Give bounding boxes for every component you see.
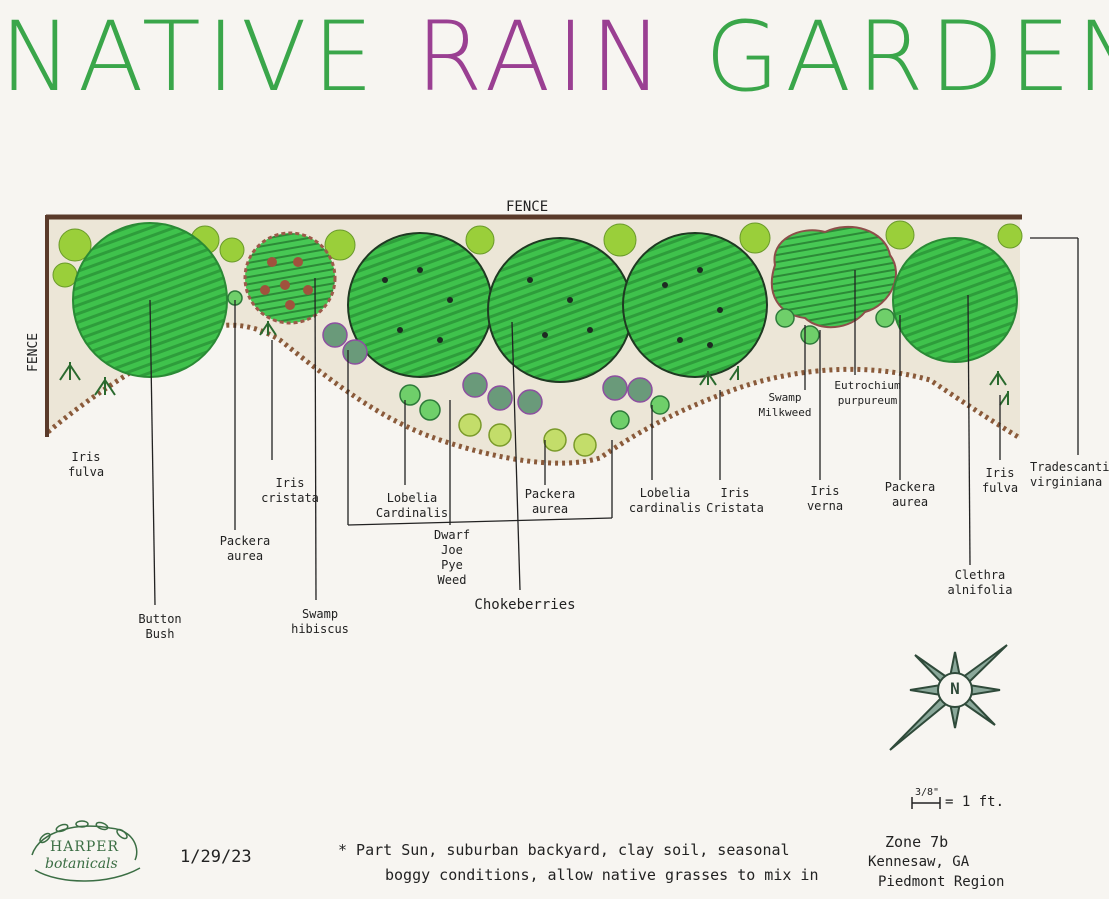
label-packera-right: Packera aurea [884, 480, 936, 509]
label-iris-cristata-right: Iris Cristata [706, 486, 764, 515]
chokeberry-shrubs [347, 232, 768, 383]
back-shrubs [52, 220, 1023, 288]
label-chokeberries: Chokeberries [474, 597, 576, 613]
date: 1/29/23 [180, 847, 252, 867]
label-button-bush: Button Bush [138, 612, 182, 641]
notes-line2: boggy conditions, allow native grasses t… [385, 866, 819, 884]
scale-bar [911, 797, 941, 809]
label-swamp-hibiscus: Swamp hibiscus [291, 607, 349, 636]
label-dwarf-joe-pye: Dwarf Joe Pye Weed [433, 528, 471, 587]
logo-line2: botanicals [45, 856, 118, 872]
label-iris-fulva-left: Iris fulva [67, 450, 105, 479]
page-title: NATIVE RAIN GARDEN [0, 2, 1109, 112]
label-lobelia-left: Lobelia Cardinalis [375, 491, 449, 520]
swamp-hibiscus-shape [243, 231, 337, 325]
logo-wreath [31, 820, 141, 882]
hibiscus-flowers [260, 257, 313, 310]
compass-rose [889, 644, 1008, 751]
label-iris-fulva-right: Iris fulva [981, 466, 1019, 495]
iris-clumps [59, 321, 1009, 406]
scale-equals: = 1 ft. [945, 794, 1005, 810]
label-tradescantia: Tradescantia virginiana [1030, 460, 1109, 489]
title-word-rain: RAIN [415, 1, 669, 113]
label-packera-center: Packera aurea [524, 487, 576, 516]
label-iris-verna: Iris verna [806, 484, 844, 513]
title-word-garden: GARDEN [704, 1, 1109, 113]
eutrochium-shape [770, 225, 897, 329]
label-iris-cristata-left: Iris cristata [261, 476, 319, 505]
location-city: Kennesaw, GA [868, 854, 970, 870]
chokeberry-berries [382, 267, 723, 348]
leader-lines [149, 237, 1079, 606]
perennials [227, 290, 895, 457]
location-zone: Zone 7b [885, 833, 949, 851]
label-eutrochium: Eutrochium purpureum [834, 379, 901, 407]
fence-top-label: FENCE [506, 199, 549, 215]
title-word-native: NATIVE [0, 1, 380, 113]
fence-left-label: FENCE [26, 332, 41, 372]
label-clethra: Clethra alnifolia [947, 568, 1013, 597]
scale-fraction: 3/8" [914, 787, 940, 798]
label-swamp-milkweed: Swamp Milkweed [758, 391, 812, 419]
location-region: Piedmont Region [878, 874, 1005, 890]
stone-border [46, 322, 1022, 466]
compass-north-label: N [950, 679, 960, 698]
logo-line1: HARPER [50, 839, 120, 855]
label-lobelia-right: Lobelia cardinalis [628, 486, 702, 515]
clethra-shape [892, 237, 1018, 363]
label-packera-left: Packera aurea [219, 534, 271, 563]
notes-line1: * Part Sun, suburban backyard, clay soil… [338, 841, 790, 859]
